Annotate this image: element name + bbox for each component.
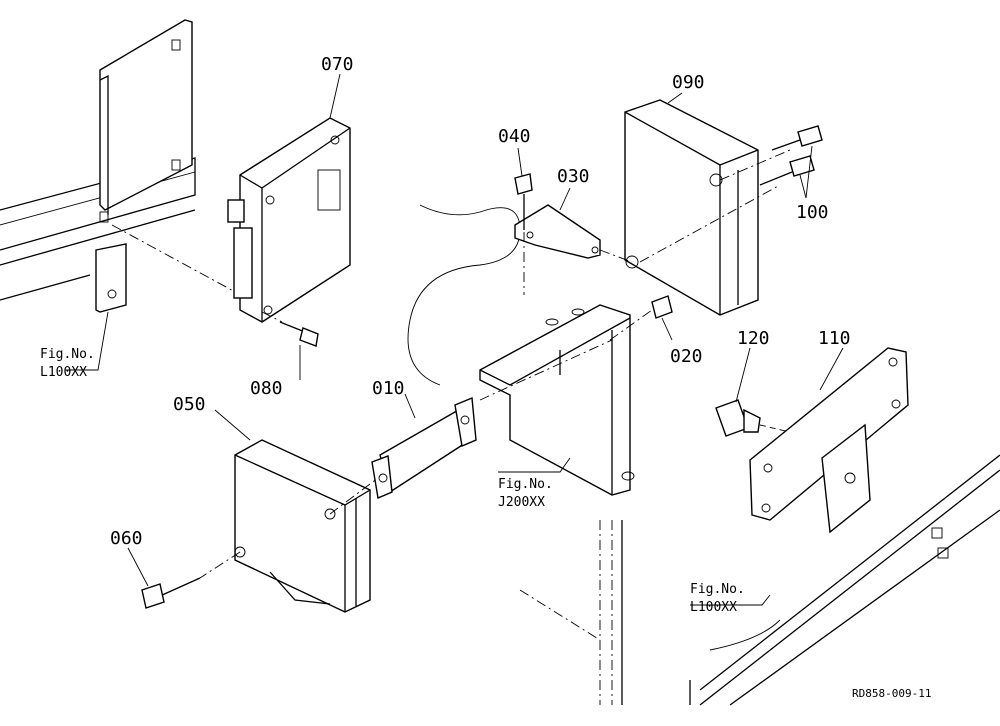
figure-ref-lower-right-line1: Fig.No. — [690, 582, 745, 597]
figure-reference-lower-right: Fig.No. L100XX — [690, 582, 745, 615]
figure-ref-center-line1: Fig.No. — [498, 477, 553, 492]
part-090-box — [599, 99, 791, 316]
part-040-bolt — [514, 173, 533, 295]
part-labels: 070 080 040 030 090 100 020 010 050 060 … — [110, 54, 851, 549]
figure-ref-left-line1: Fig.No. — [40, 347, 95, 362]
part-label-010: 010 — [372, 378, 405, 399]
part-label-110: 110 — [818, 328, 851, 349]
part-label-100: 100 — [796, 202, 829, 223]
center-bracket-frame — [407, 204, 635, 496]
part-label-120: 120 — [737, 328, 770, 349]
figure-ref-lower-right-line2: L100XX — [690, 600, 737, 615]
part-120-bolt — [715, 399, 791, 437]
part-label-070: 070 — [321, 54, 354, 75]
part-070-control-module — [227, 117, 351, 323]
frame-lower-right — [519, 454, 1000, 706]
figure-reference-center: Fig.No. J200XX — [498, 477, 553, 510]
part-label-020: 020 — [670, 346, 703, 367]
frame-upper-left — [0, 19, 251, 313]
part-label-090: 090 — [672, 72, 705, 93]
part-label-080: 080 — [250, 378, 283, 399]
part-060-bolt — [141, 577, 201, 609]
part-label-040: 040 — [498, 126, 531, 147]
part-050-box — [199, 439, 379, 613]
part-030-bracket — [514, 204, 601, 259]
drawing-code: RD858-009-11 — [852, 687, 931, 700]
part-010-bracket — [371, 339, 613, 499]
figure-ref-left-line2: L100XX — [40, 365, 87, 380]
figure-reference-left: Fig.No. L100XX — [40, 347, 95, 380]
part-100-bolts — [759, 125, 823, 186]
part-label-060: 060 — [110, 528, 143, 549]
part-label-050: 050 — [173, 394, 206, 415]
figure-ref-center-line2: J200XX — [498, 495, 545, 510]
leader-lines — [66, 73, 844, 606]
part-080-bolt — [261, 311, 319, 347]
part-110-plate — [749, 347, 909, 534]
part-label-030: 030 — [557, 166, 590, 187]
part-020-bolt — [609, 295, 673, 341]
